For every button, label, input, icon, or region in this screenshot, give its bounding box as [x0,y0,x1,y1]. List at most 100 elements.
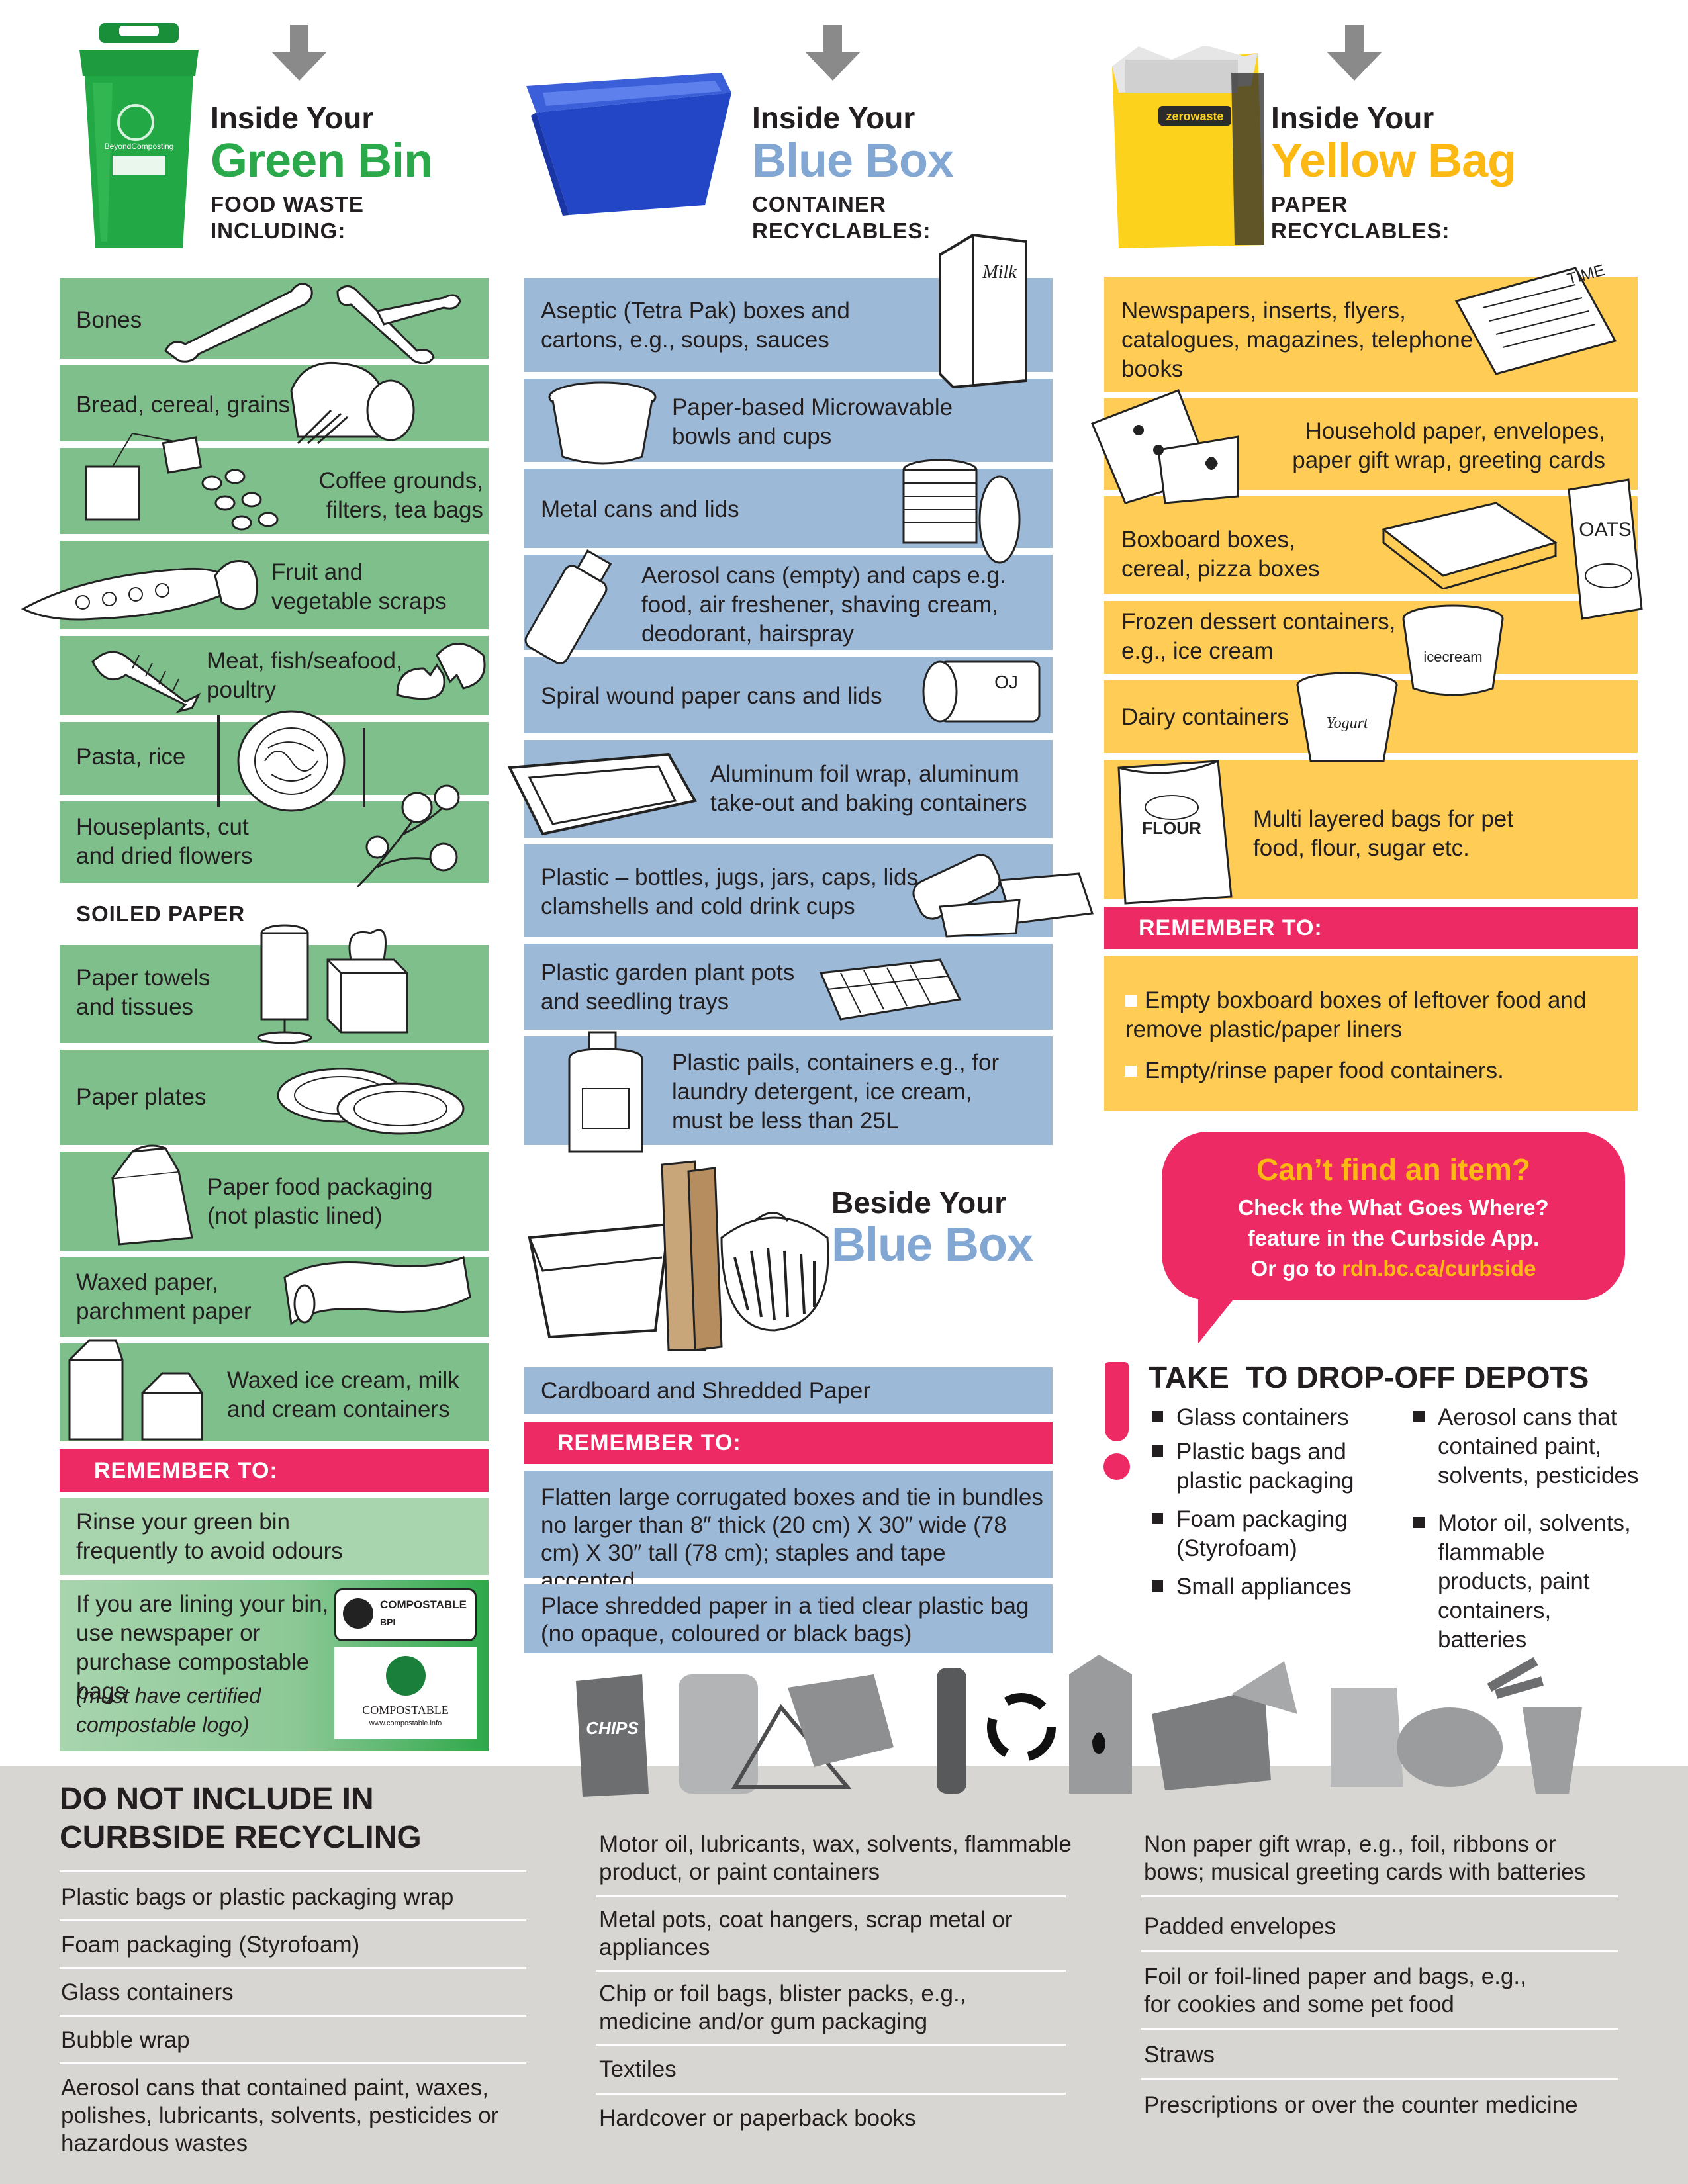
blue-item-pots: Plastic garden plant pots and seedling t… [541,960,795,1015]
paper-towel-icon [257,924,312,1044]
green-soiled-waxed: Waxed paper, parchment paper [76,1269,252,1324]
green-item-pasta: Pasta, rice [76,744,186,770]
green-remember-band-1 [60,1498,489,1575]
beside-blue-line1: Beside Your [831,1185,1007,1220]
do-not-rule [60,2015,526,2017]
green-remember-bar: REMEMBER TO: [60,1449,489,1492]
do-not-col3-item: Straws [1144,2042,1215,2068]
callout-line3: Or go to rdn.bc.ca/curbside [1162,1256,1625,1281]
yellow-bag-image: zerowaste [1099,45,1271,251]
oats-box-icon: OATS [1568,478,1643,620]
milk-carton-icon [68,1339,203,1441]
green-band-cartons [60,1343,489,1441]
blue-band-cardboard [524,1367,1053,1414]
do-not-title-line2: CURBSIDE RECYCLING [60,1820,422,1855]
blue-item-pails: Plastic pails, containers e.g., for laun… [672,1050,1000,1134]
tissue-box-icon [326,929,408,1034]
bullet-square-icon [1152,1445,1163,1457]
blue-item-plastic: Plastic – bottles, jugs, jars, caps, lid… [541,864,925,919]
green-item-meat: Meat, fish/seafood, poultry [207,648,402,703]
flour-bag-icon: FLOUR [1117,760,1233,905]
blue-item-spiral: Spiral wound paper cans and lids [541,683,882,709]
blue-inside-label: Inside Your [752,101,915,135]
depot-right-1-text: Aerosol cans that contained paint, solve… [1438,1404,1639,1488]
chips-bag-label: CHIPS [586,1718,639,1738]
blue-remember-1: Flatten large corrugated boxes and tie i… [541,1484,1043,1594]
do-not-rule [596,1970,1066,1972]
milk-carton-icon-tetra: Milk [939,233,1027,389]
green-subtitle-1: FOOD WASTE [211,192,364,216]
yellow-item-news: Newspapers, inserts, flyers, catalogues,… [1121,298,1474,382]
newspaper-label: TIME [1566,261,1607,289]
depot-right-2-text: Motor oil, solvents, flammable products,… [1438,1510,1631,1653]
callout-link[interactable]: rdn.bc.ca/curbside [1342,1256,1536,1281]
yellow-bag-brand-text: zerowaste [1166,110,1223,123]
paper-plates-icon [277,1068,465,1135]
metal-cans-icon [902,459,1021,564]
callout-line1: Check the What Goes Where? [1238,1195,1549,1220]
depot-left-2-text: Plastic bags and plastic packaging [1176,1439,1354,1494]
green-soiled-towels: Paper towels and tissues [76,965,211,1020]
flour-bag-label: FLOUR [1142,818,1201,838]
blue-item-bowls: Paper-based Microwavable bowls and cups [672,394,953,449]
do-not-col1-item: Aerosol cans that contained paint, waxes… [61,2075,499,2156]
do-not-rule [60,1870,526,1872]
do-not-col3-item: Foil or foil-lined paper and bags, e.g.,… [1144,1964,1526,2017]
blue-item-foil: Aluminum foil wrap, aluminum take-out an… [710,761,1027,816]
blue-title: Blue Box [752,134,954,187]
plastic-bottle-icon [912,854,1094,938]
compostable-logo-label: COMPOSTABLE [380,1598,467,1611]
microwave-bowl-icon [548,381,657,465]
depot-left-1: Glass containers [1152,1403,1390,1432]
bullet-square-icon [1152,1580,1163,1592]
blue-remember-band-2 [524,1584,1053,1653]
pea-pod-icon [21,560,258,621]
bullet-square-icon [1413,1517,1425,1528]
do-not-col2-item: Hardcover or paperback books [599,2105,916,2131]
yogurt-cup-icon: Yogurt [1296,672,1398,762]
seedling-tray-icon [819,958,962,1021]
blue-remember-band-1 [524,1471,1053,1578]
egg-shell-icon [396,643,486,700]
bullet-square-icon [1413,1411,1425,1422]
green-header: Inside Your Green Bin FOOD WASTE INCLUDI… [211,103,433,244]
yellow-subtitle-1: PAPER [1271,192,1348,216]
newspaper-icon: TIME [1454,261,1617,375]
pizza-box-icon [1381,502,1558,589]
beside-blue-line2: Blue Box [831,1218,1033,1271]
blue-remember-2: Place shredded paper in a tied clear pla… [541,1593,1029,1647]
bin-brand-text: BeyondComposting [105,142,174,151]
do-not-col1-item: Foam packaging (Styrofoam) [61,1932,360,1958]
blue-header: Inside Your Blue Box CONTAINER RECYCLABL… [752,101,954,244]
yellow-remember-1: Empty boxboard boxes of leftover food an… [1125,986,1615,1044]
yellow-band-frozen [1104,601,1638,674]
bullet-square-icon [1125,995,1137,1007]
blue-remember-bar: REMEMBER TO: [524,1422,1053,1464]
do-not-rule [60,1919,526,1921]
spiral-can-label: OJ [994,672,1018,692]
compostable-logo-name: COMPOSTABLE [362,1704,449,1717]
depot-right-1: Aerosol cans that contained paint, solve… [1413,1403,1663,1490]
foil-tray-icon [507,752,698,836]
green-remember-2-note: (must have certified compostable logo) [76,1684,261,1737]
yellow-title: Yellow Bag [1271,134,1517,187]
depot-left-2: Plastic bags and plastic packaging [1152,1437,1388,1496]
green-title: Green Bin [211,134,433,187]
bullet-square-icon [1125,1066,1137,1077]
green-item-houseplants: Houseplants, cut and dried flowers [76,814,253,869]
exclamation-icon [1102,1362,1131,1481]
depot-left-4: Small appliances [1152,1572,1390,1602]
do-not-rule [596,2044,1066,2046]
yellow-remember-1-text: Empty boxboard boxes of leftover food an… [1125,987,1587,1042]
do-not-col2-item: Textiles [599,2056,677,2082]
depot-left-1-text: Glass containers [1176,1404,1349,1430]
compostable-logo: COMPOSTABLE BPI COMPOSTABLE www.composta… [334,1588,477,1741]
do-not-title-line1: DO NOT INCLUDE IN [60,1782,374,1817]
parchment-roll-icon [283,1255,471,1326]
green-item-bones: Bones [76,307,142,333]
green-remember-2: If you are lining your bin, use newspape… [76,1591,329,1704]
do-not-col2-item: Metal pots, coat hangers, scrap metal or… [599,1907,1013,1960]
tea-bag-icon [85,432,203,521]
yellow-item-frozen: Frozen dessert containers, e.g., ice cre… [1121,609,1396,664]
do-not-rule [1141,2028,1618,2030]
